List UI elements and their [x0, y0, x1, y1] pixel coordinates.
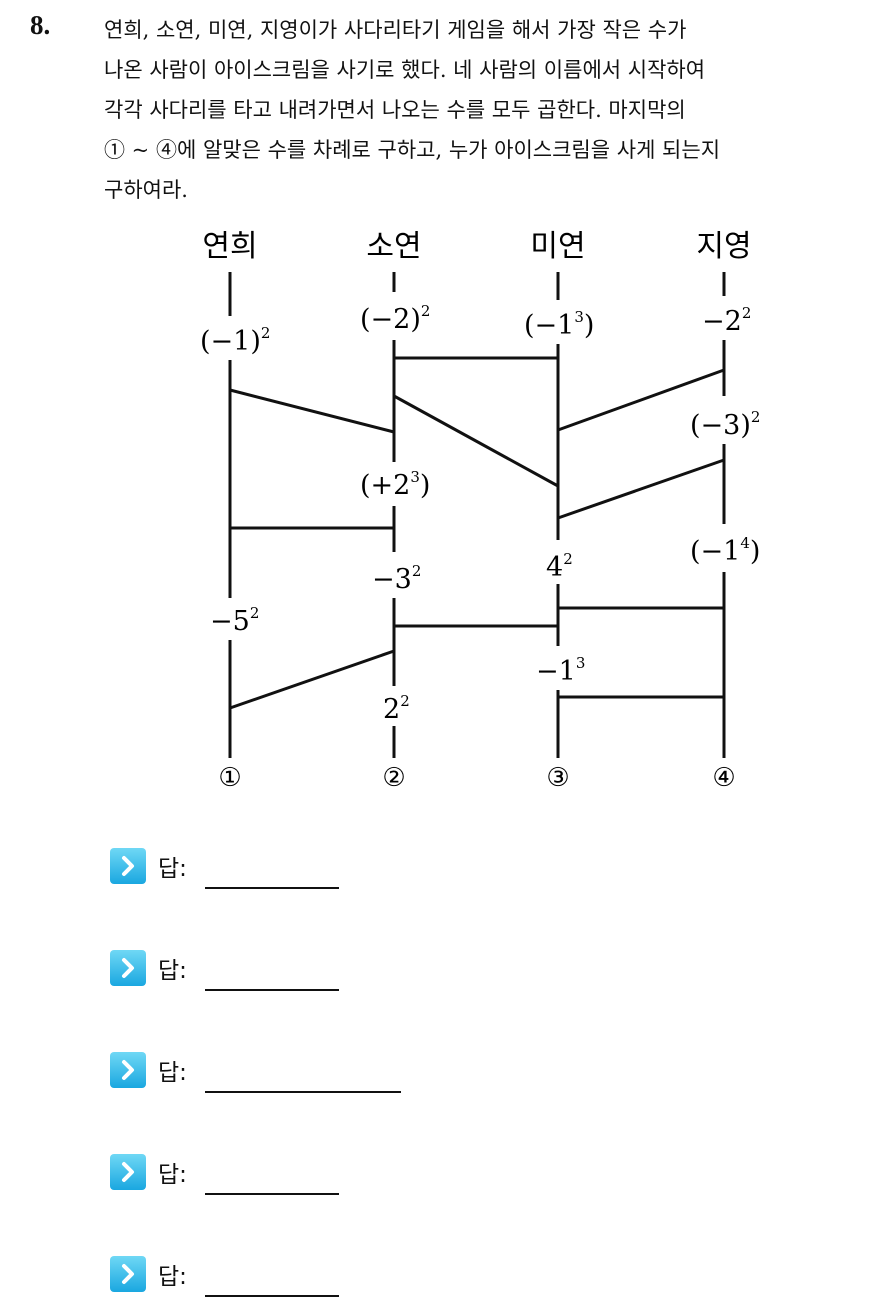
- question-line: 나온 사람이 아이스크림을 사기로 했다. 네 사람의 이름에서 시작하여: [104, 58, 706, 82]
- chevron-right-icon: [110, 1256, 146, 1292]
- answer-blank[interactable]: [204, 1171, 339, 1195]
- end-marker-3: ③: [546, 763, 569, 793]
- answer-row-2: 답:: [110, 948, 339, 991]
- name-jiyeong: 지영: [696, 229, 751, 264]
- question-line: ① ~ ④에 알맞은 수를 차례로 구하고, 누가 아이스크림을 사게 되는지: [104, 138, 721, 162]
- expr-label: (+23): [360, 468, 430, 501]
- answer-blank[interactable]: [204, 1273, 339, 1297]
- rung: [229, 388, 395, 434]
- expr-label: −32: [372, 562, 421, 595]
- name-yeonhui: 연희: [202, 229, 257, 264]
- answer-blank[interactable]: [204, 865, 339, 889]
- rung: [229, 649, 395, 710]
- expr-label: 22: [383, 692, 410, 725]
- name-miyeon: 미연: [530, 229, 585, 264]
- ladder-lines: [228, 272, 726, 758]
- rung: [557, 458, 725, 520]
- expr-label: (−2)2: [360, 302, 430, 335]
- end-marker-4: ④: [712, 763, 735, 793]
- chevron-right-icon: [110, 1052, 146, 1088]
- end-marker-2: ②: [382, 763, 405, 793]
- expr-label: (−13): [524, 308, 594, 341]
- question-number: 8.: [30, 10, 51, 40]
- expr-label: −52: [210, 604, 259, 637]
- end-marker-1: ①: [218, 763, 241, 793]
- question-line: 구하여라.: [104, 178, 188, 202]
- rung: [393, 394, 559, 488]
- expr-label: (−1)2: [200, 324, 270, 357]
- question-line: 연희, 소연, 미연, 지영이가 사다리타기 게임을 해서 가장 작은 수가: [104, 18, 687, 42]
- answer-label: 답:: [158, 1162, 187, 1188]
- answer-label: 답:: [158, 1060, 187, 1086]
- chevron-right-icon: [110, 848, 146, 884]
- expr-label: 42: [546, 550, 573, 583]
- expr-label: (−3)2: [690, 408, 760, 441]
- answer-row-3: 답:: [110, 1050, 401, 1093]
- answer-blank[interactable]: [204, 967, 339, 991]
- rung: [557, 368, 725, 432]
- answer-row-4: 답:: [110, 1152, 339, 1195]
- answer-label: 답:: [158, 856, 187, 882]
- answer-label: 답:: [158, 1264, 187, 1290]
- chevron-right-icon: [110, 1154, 146, 1190]
- question-text: 연희, 소연, 미연, 지영이가 사다리타기 게임을 해서 가장 작은 수가 나…: [104, 10, 860, 210]
- answer-label: 답:: [158, 958, 187, 984]
- expr-label: (−14): [690, 534, 760, 567]
- expr-label: −22: [702, 304, 751, 337]
- question-line: 각각 사다리를 타고 내려가면서 나오는 수를 모두 곱한다. 마지막의: [104, 98, 686, 122]
- name-soyeon: 소연: [366, 229, 421, 264]
- chevron-right-icon: [110, 950, 146, 986]
- answer-row-1: 답:: [110, 846, 339, 889]
- expr-label: −13: [536, 654, 585, 687]
- answer-blank[interactable]: [204, 1069, 401, 1093]
- answer-row-5: 답:: [110, 1254, 339, 1297]
- ladder-diagram: 연희 소연 미연 지영 (−1)2 −52: [200, 229, 760, 793]
